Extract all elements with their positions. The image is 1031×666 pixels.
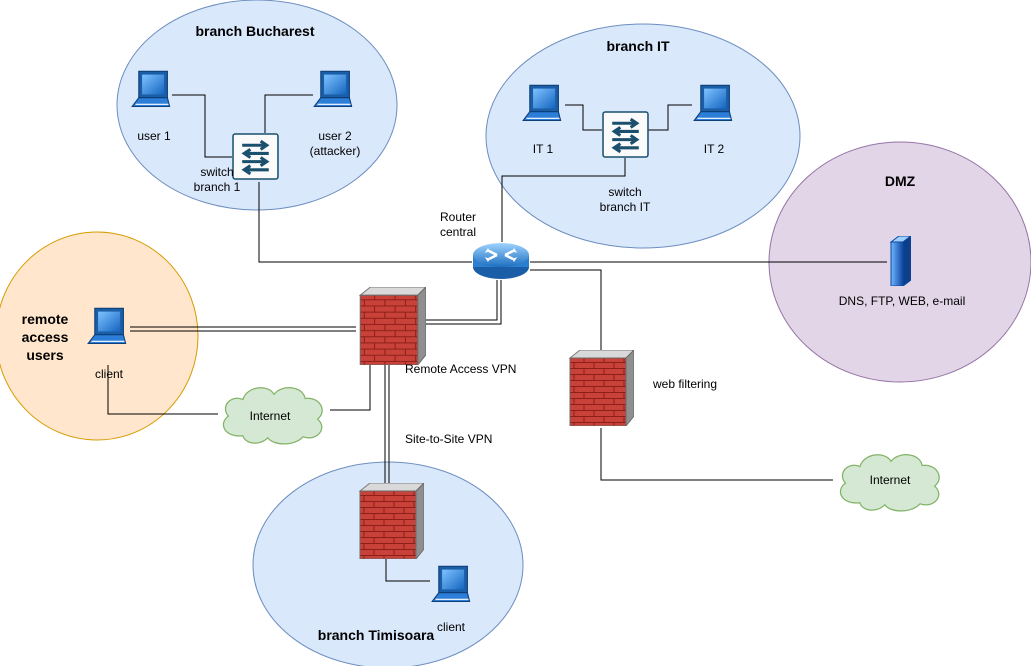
device-it2[interactable]: IT 2	[693, 84, 733, 156]
device-dmz-server[interactable]: DNS, FTP, WEB, e-mail	[839, 236, 965, 308]
device-user1[interactable]: user 1	[131, 70, 171, 143]
group-dmz-title: DMZ	[885, 173, 916, 189]
device-switch1-label-line-2: branch 1	[194, 180, 241, 194]
device-switch1[interactable]: switch branch 1	[194, 133, 279, 194]
annotation-site-to-site-vpn: Site-to-Site VPN	[405, 432, 492, 446]
switch-icon	[232, 133, 279, 180]
device-it1[interactable]: IT 1	[522, 84, 562, 156]
link-switch1-router	[258, 182, 472, 263]
device-switch-it-label-line-2: branch IT	[600, 200, 651, 214]
device-router-label-line-2: central	[440, 225, 476, 239]
link-webfilter-internet	[600, 428, 833, 481]
link-internet-vpn-firewall	[330, 362, 371, 411]
firewall-icon	[569, 350, 634, 426]
link-router-vpn-firewall-b	[425, 280, 502, 325]
group-timisoara: branch Timisoara	[252, 461, 524, 666]
device-it2-label: IT 2	[704, 142, 725, 156]
device-user2-label-line-1: user 2	[318, 129, 352, 143]
server-icon	[890, 236, 911, 286]
firewall-icon	[359, 483, 424, 559]
device-remote-client[interactable]: client	[87, 307, 127, 381]
group-bucharest: branch Bucharest	[116, 0, 398, 211]
device-it1-label: IT 1	[533, 142, 554, 156]
device-router-label-line-1: Router	[440, 210, 476, 224]
device-timisoara-client-label: client	[437, 620, 466, 634]
firewall-web-filtering[interactable]	[569, 350, 634, 426]
annotation-remote-access-vpn: Remote Access VPN	[405, 362, 516, 376]
link-timisoara-firewall-client	[385, 556, 430, 582]
device-router[interactable]: Router central	[440, 210, 531, 281]
device-timisoara-client[interactable]: client	[431, 565, 471, 634]
cloud-internet-left-label: Internet	[250, 409, 291, 423]
group-remote-title-line-3: users	[26, 347, 64, 363]
device-user2-label-line-2: (attacker)	[310, 144, 361, 158]
device-switch1-label-line-1: switch	[200, 165, 233, 179]
cloud-internet-right: Internet	[839, 454, 940, 512]
firewall-vpn[interactable]	[359, 287, 426, 365]
group-it-title: branch IT	[606, 38, 669, 54]
link-user2-switch1	[264, 94, 313, 133]
link-it2-switch-it	[648, 104, 692, 131]
firewall-icon	[359, 287, 426, 365]
cloud-internet-left: Internet	[222, 387, 323, 445]
firewall-timisoara[interactable]	[359, 483, 424, 559]
device-remote-client-label: client	[95, 367, 124, 381]
group-remote-title-line-1: remote	[22, 311, 69, 327]
link-switch-it-router	[501, 158, 626, 242]
device-switch-it-label-line-1: switch	[608, 185, 641, 199]
group-remote-title-line-2: access	[22, 329, 69, 345]
switch-icon	[602, 111, 649, 158]
link-router-vpn-firewall-a	[425, 280, 498, 321]
router-icon	[471, 241, 531, 281]
group-bucharest-title: branch Bucharest	[195, 23, 314, 39]
link-it1-switch-it	[565, 104, 602, 131]
device-switch-it[interactable]: switch branch IT	[600, 111, 651, 214]
link-remote-client-internet	[107, 365, 218, 415]
device-user2[interactable]: user 2 (attacker)	[310, 70, 361, 158]
device-user1-label: user 1	[137, 129, 171, 143]
group-timisoara-title: branch Timisoara	[318, 627, 435, 643]
annotation-web-filtering: web filtering	[652, 377, 717, 391]
connections	[107, 94, 887, 582]
link-user1-switch1	[172, 94, 232, 158]
cloud-internet-right-label: Internet	[870, 473, 911, 487]
link-router-webfilter	[530, 269, 602, 352]
device-dmz-server-label: DNS, FTP, WEB, e-mail	[839, 294, 965, 308]
